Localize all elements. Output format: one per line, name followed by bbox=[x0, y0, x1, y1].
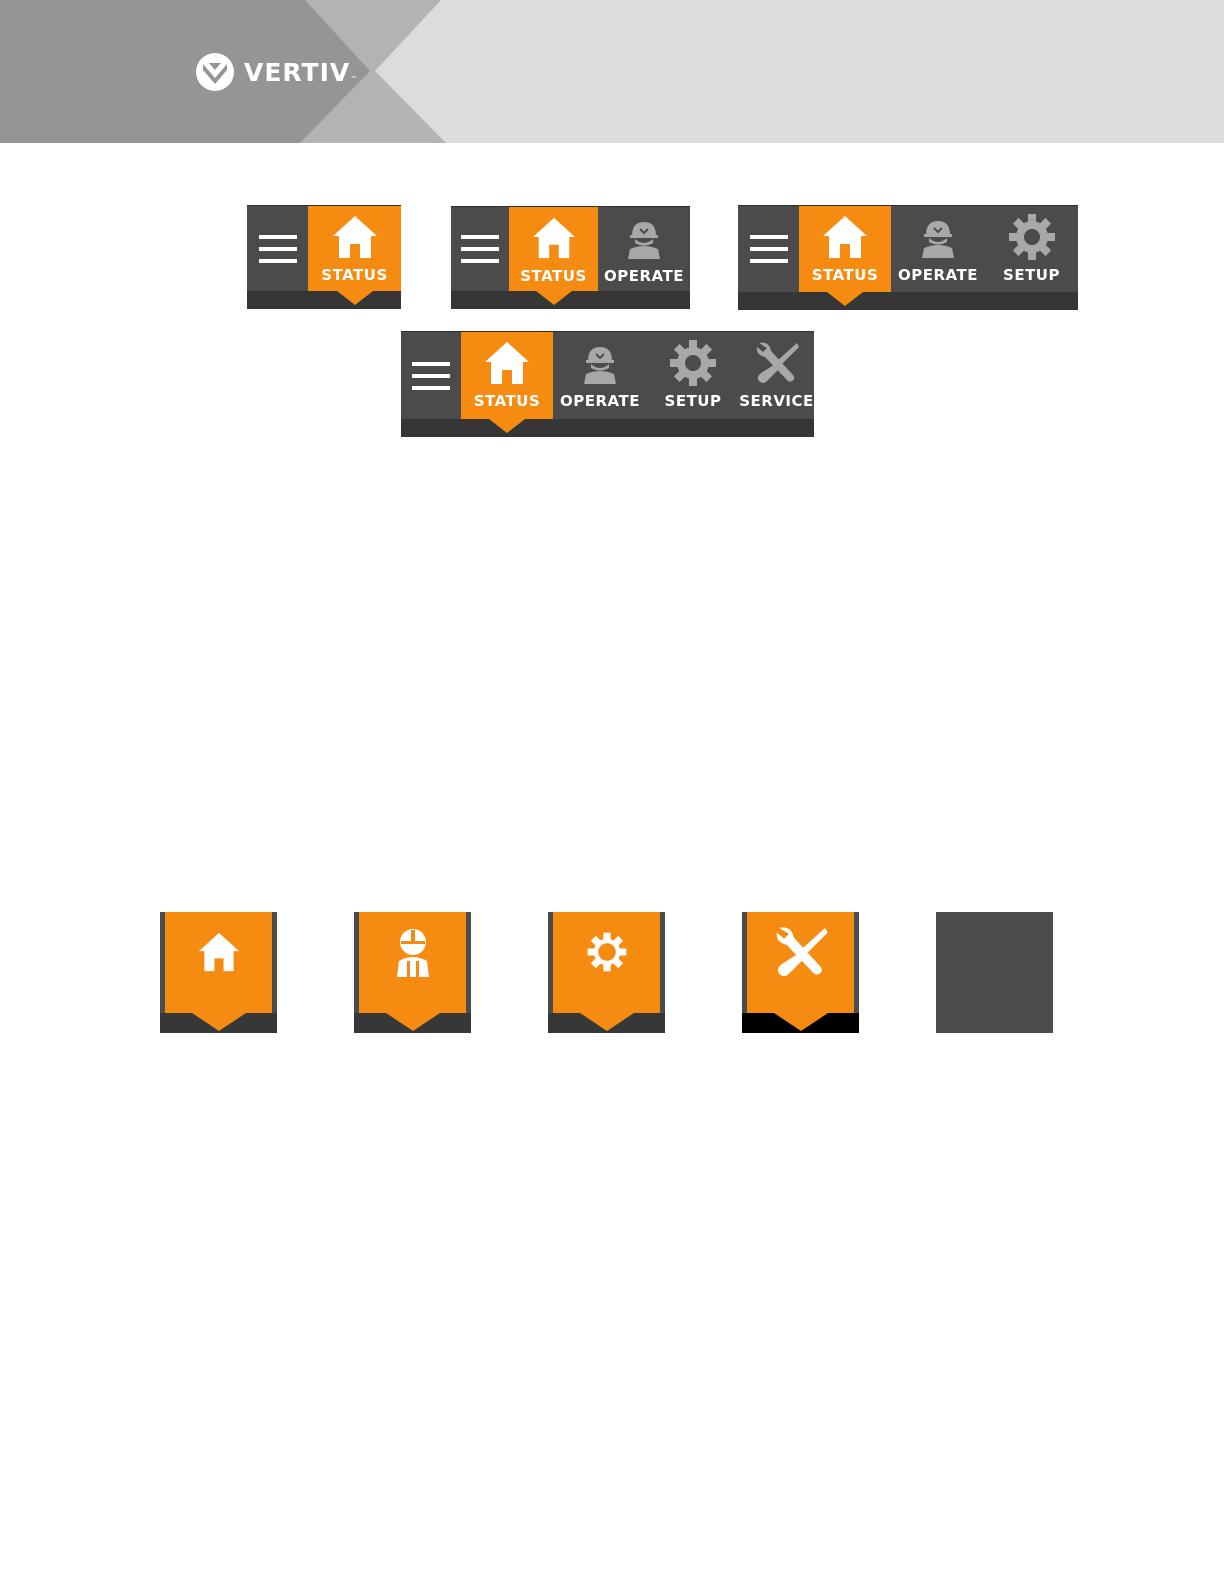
operator-icon bbox=[624, 217, 664, 259]
tab-label: SETUP bbox=[665, 392, 722, 410]
service-tools-icon bbox=[772, 923, 830, 981]
menu-button[interactable] bbox=[451, 207, 509, 303]
gear-icon bbox=[668, 338, 718, 388]
home-icon bbox=[531, 216, 577, 260]
navbar-1-tab: STATUS bbox=[247, 205, 401, 309]
tab-label: STATUS bbox=[474, 392, 541, 410]
operator-icon bbox=[918, 216, 958, 258]
tile-active-background bbox=[553, 912, 660, 1013]
tile-operate[interactable] bbox=[354, 912, 471, 1033]
tab-label: STATUS bbox=[520, 267, 587, 285]
tab-label: SETUP bbox=[1003, 266, 1060, 284]
header-banner: VERTIV™ bbox=[0, 0, 1224, 143]
operator-icon bbox=[580, 342, 620, 384]
tab-label: OPERATE bbox=[604, 267, 684, 285]
tab-operate[interactable]: OPERATE bbox=[598, 207, 690, 291]
tab-status[interactable]: STATUS bbox=[799, 206, 891, 292]
tab-label: STATUS bbox=[812, 266, 879, 284]
tab-setup[interactable]: SETUP bbox=[647, 332, 739, 419]
tile-setup[interactable] bbox=[548, 912, 665, 1033]
tile-active-background bbox=[747, 912, 854, 1013]
service-tools-icon bbox=[753, 339, 801, 387]
menu-button[interactable] bbox=[247, 206, 308, 303]
navbar-3-tabs: STATUS OPERATE SETUP bbox=[738, 205, 1078, 310]
menu-button[interactable] bbox=[401, 332, 461, 431]
tab-service[interactable]: SERVICE bbox=[739, 332, 814, 419]
navbar-4-tabs: STATUS OPERATE SETUP SERVICE bbox=[401, 331, 814, 437]
tab-status[interactable]: STATUS bbox=[461, 332, 553, 419]
tab-operate[interactable]: OPERATE bbox=[891, 206, 985, 292]
tab-label: OPERATE bbox=[560, 392, 640, 410]
tab-setup[interactable]: SETUP bbox=[985, 206, 1078, 292]
tab-label: SERVICE bbox=[739, 392, 814, 410]
navbar-2-tabs: STATUS OPERATE bbox=[451, 206, 690, 309]
vertiv-logo-icon bbox=[196, 53, 234, 91]
tab-label: OPERATE bbox=[898, 266, 978, 284]
tab-status[interactable]: STATUS bbox=[308, 206, 401, 291]
tile-status[interactable] bbox=[160, 912, 277, 1033]
tab-status[interactable]: STATUS bbox=[509, 207, 598, 291]
home-icon bbox=[331, 214, 379, 260]
gear-icon bbox=[1007, 212, 1057, 262]
tile-inactive[interactable] bbox=[936, 912, 1053, 1033]
tile-active-background bbox=[165, 912, 272, 1013]
home-icon bbox=[821, 214, 869, 260]
vertiv-logo: VERTIV™ bbox=[196, 53, 358, 91]
gear-icon bbox=[585, 930, 629, 974]
menu-button[interactable] bbox=[738, 206, 799, 304]
home-icon bbox=[196, 931, 242, 973]
home-icon bbox=[483, 340, 531, 386]
tab-label: STATUS bbox=[321, 266, 388, 284]
tab-operate[interactable]: OPERATE bbox=[553, 332, 647, 419]
tile-service[interactable] bbox=[742, 912, 859, 1033]
brand-name: VERTIV™ bbox=[244, 60, 358, 85]
operator-icon bbox=[393, 927, 433, 977]
tile-active-background bbox=[359, 912, 466, 1013]
